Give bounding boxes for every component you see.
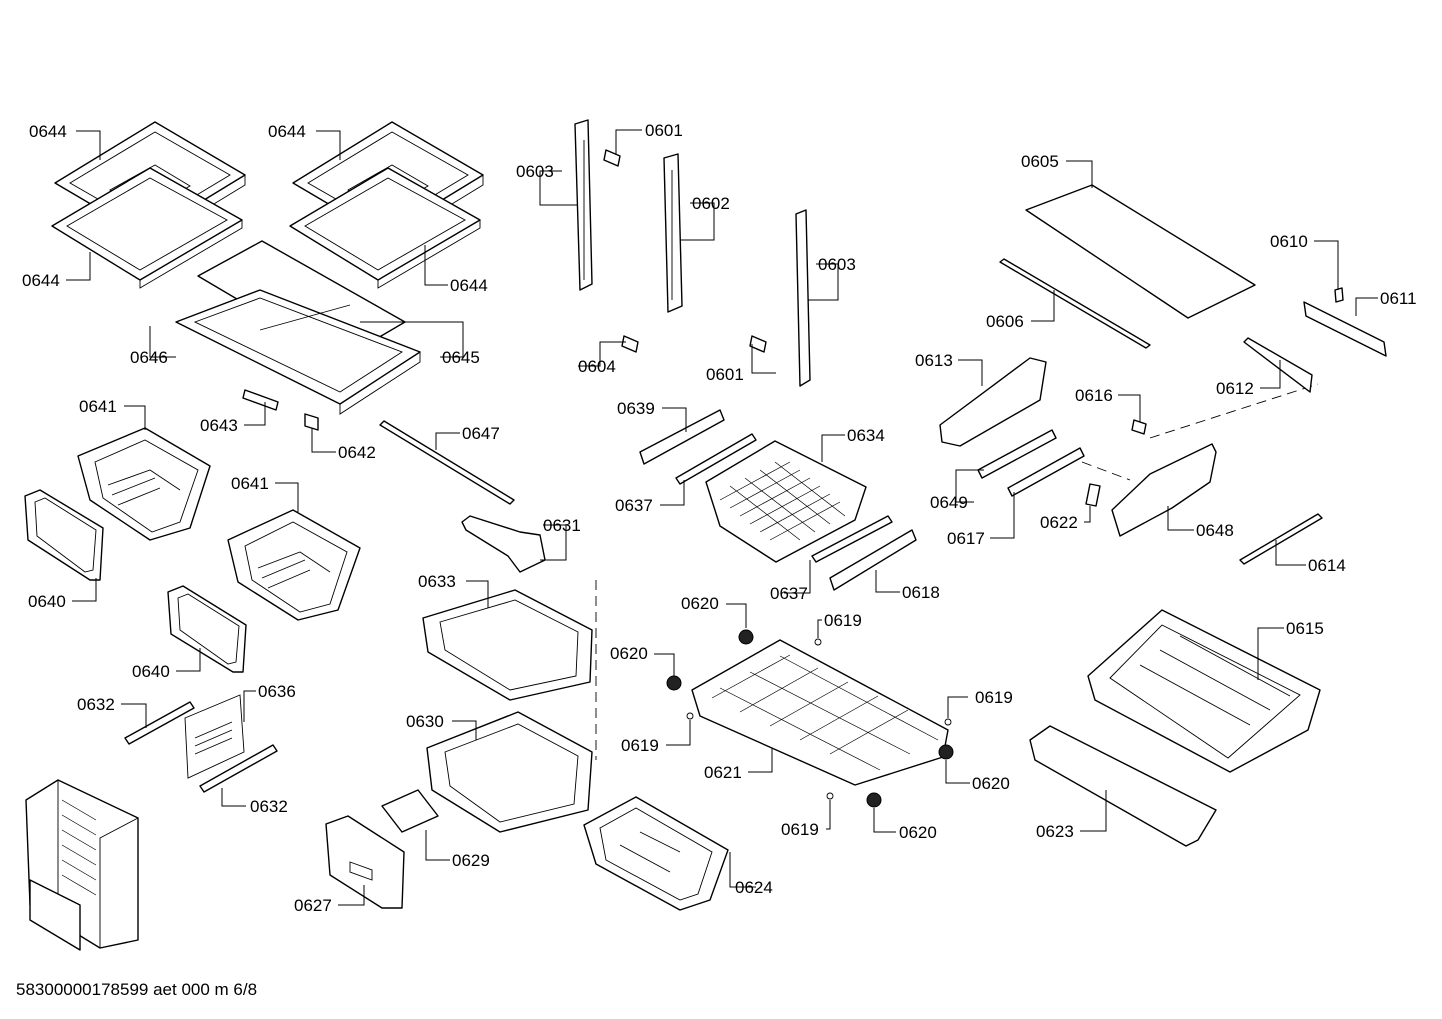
callout-label: 0619: [824, 611, 862, 630]
callout-label: 0633: [418, 572, 456, 591]
crisper-face-part: [167, 585, 247, 673]
vertical-rail-part: [795, 209, 811, 387]
vertical-rail-part: [574, 119, 593, 291]
wire-basket-part: [705, 440, 867, 563]
callout-label: 0622: [1040, 513, 1078, 532]
crisper-drawer-part: [77, 427, 211, 541]
callout-label: 0617: [947, 529, 985, 548]
callout-label: 0644: [22, 271, 60, 290]
callout-label: 0621: [704, 763, 742, 782]
callout-label: 0644: [29, 122, 67, 141]
rail-part: [379, 420, 515, 505]
assembly-line: [1081, 461, 1131, 481]
assembly-line: [1149, 383, 1319, 439]
callout-label: 0643: [200, 416, 238, 435]
callout-label: 0601: [706, 365, 744, 384]
small-pin-part: [686, 638, 952, 800]
slide-rail-part: [124, 701, 278, 793]
callout-label: 0637: [615, 496, 653, 515]
crisper-cover-frame-part: [175, 289, 421, 415]
callout-label: 0639: [617, 399, 655, 418]
vertical-rail-part: [663, 153, 683, 313]
callout-label: 0648: [1196, 521, 1234, 540]
callout-label: 0606: [986, 312, 1024, 331]
callout-label: 0613: [915, 351, 953, 370]
callout-label: 0641: [79, 397, 117, 416]
callout-label: 0641: [231, 474, 269, 493]
callout-label: 0627: [294, 896, 332, 915]
callout-label: 0603: [818, 255, 856, 274]
callout-label: 0603: [516, 162, 554, 181]
callout-label: 0647: [462, 424, 500, 443]
crisper-drawer-part: [227, 509, 361, 621]
leader-lines: [66, 129, 1378, 906]
callout-label: 0632: [250, 797, 288, 816]
control-housing-part: [939, 357, 1101, 507]
glass-panel-part: [1025, 184, 1256, 319]
freezer-bin-part: [426, 711, 593, 833]
callout-label: 0644: [268, 122, 306, 141]
callout-label: 0649: [930, 493, 968, 512]
callout-label: 0637: [770, 584, 808, 603]
shelf-frame-part: [289, 121, 484, 289]
callout-label: 0629: [452, 851, 490, 870]
callout-label: 0605: [1021, 152, 1059, 171]
callout-label: 0630: [406, 712, 444, 731]
drawing-id-footer: 58300000178599 aet 000 m 6/8: [16, 980, 258, 999]
divider-clip-part: [639, 409, 917, 591]
shelf-frame-part: [51, 121, 246, 289]
callout-label: 0614: [1308, 556, 1346, 575]
callout-labels: 0644 0644 0644 0644 0646 0645 0643 0642 …: [22, 121, 1417, 915]
hook-wire-part: [1239, 513, 1323, 565]
screw-part: [603, 149, 767, 353]
callout-label: 0624: [735, 878, 773, 897]
tray-part: [1087, 609, 1321, 773]
small-bracket-part: [242, 389, 319, 431]
cover-housing-part: [1111, 419, 1217, 537]
callout-label: 0619: [975, 688, 1013, 707]
callout-label: 0610: [1270, 232, 1308, 251]
callout-label: 0642: [338, 443, 376, 462]
callout-label: 0612: [1216, 379, 1254, 398]
crisper-face-part: [24, 489, 104, 581]
scoop-part: [461, 515, 546, 573]
filter-housing-part: [25, 779, 139, 951]
callout-label: 0645: [442, 348, 480, 367]
callout-label: 0604: [578, 357, 616, 376]
callout-label: 0602: [692, 194, 730, 213]
callout-label: 0620: [681, 594, 719, 613]
bottom-bin-part: [583, 796, 729, 911]
callout-label: 0618: [902, 583, 940, 602]
callout-label: 0619: [621, 736, 659, 755]
callout-label: 0601: [645, 121, 683, 140]
callout-label: 0632: [77, 695, 115, 714]
bracket-part: [1243, 287, 1387, 393]
callout-label: 0634: [847, 426, 885, 445]
callout-label: 0620: [899, 823, 937, 842]
callout-label: 0640: [132, 662, 170, 681]
callout-label: 0631: [543, 516, 581, 535]
ice-chute-cover-part: [325, 815, 405, 909]
callout-label: 0620: [972, 774, 1010, 793]
storage-bin-part: [422, 589, 593, 701]
callout-label: 0619: [781, 820, 819, 839]
callout-label: 0640: [28, 592, 66, 611]
callout-label: 0646: [130, 348, 168, 367]
support-bracket-part: [184, 694, 245, 779]
callout-label: 0616: [1075, 386, 1113, 405]
callout-label: 0620: [610, 644, 648, 663]
callout-label: 0644: [450, 276, 488, 295]
callout-label: 0636: [258, 682, 296, 701]
door-bin-trim-part: [1029, 725, 1217, 847]
trim-strip-part: [999, 258, 1151, 349]
divider-plate-part: [381, 789, 439, 833]
callout-label: 0615: [1286, 619, 1324, 638]
callout-label: 0623: [1036, 822, 1074, 841]
callout-label: 0611: [1380, 289, 1417, 308]
